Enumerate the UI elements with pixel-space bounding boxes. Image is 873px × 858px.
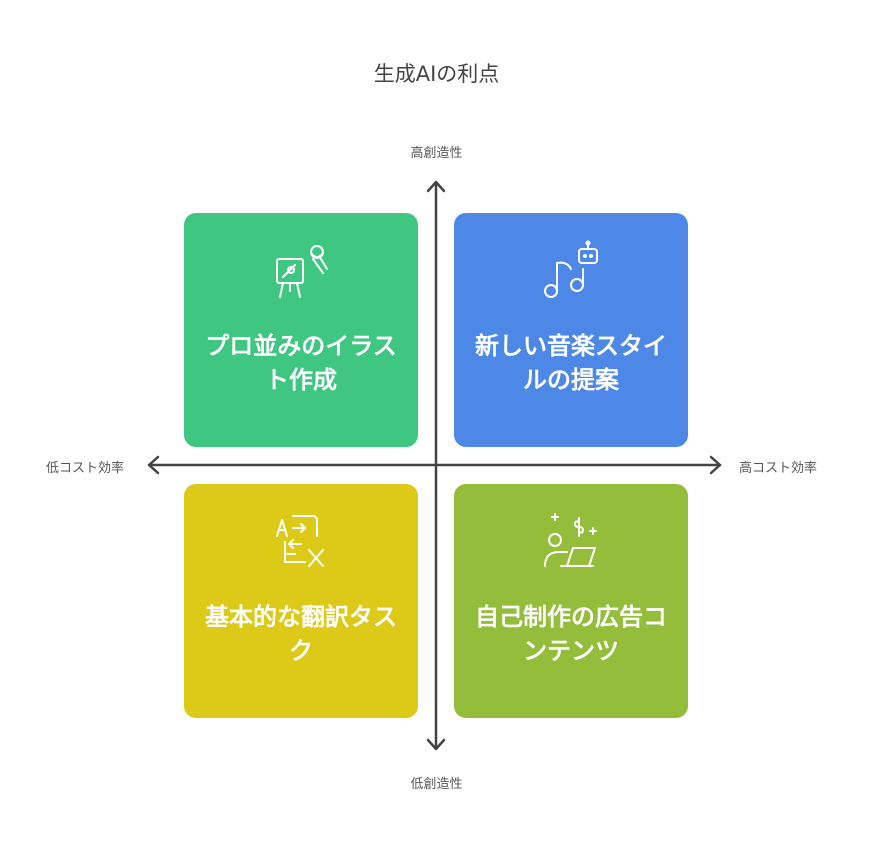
quadrant-top-left-label: プロ並みのイラスト作成 <box>205 332 397 394</box>
translate-icon <box>276 515 324 567</box>
quadrant-bottom-left: 基本的な翻訳タスク <box>184 484 418 718</box>
easel-painter-icon <box>276 245 328 298</box>
axis-label-bottom: 低創造性 <box>410 777 463 792</box>
arrow-up-icon <box>426 180 446 193</box>
axis-label-left: 低コスト効率 <box>46 461 125 476</box>
music-robot-icon <box>544 240 598 298</box>
quadrant-bottom-left-label: 基本的な翻訳タスク <box>205 603 397 665</box>
axis-label-top: 高創造性 <box>410 146 463 161</box>
quadrant-bottom-right-label: 自己制作の広告コンテンツ <box>475 603 667 665</box>
diagram-title: 生成AIの利点 <box>373 62 500 86</box>
laptop-money-icon <box>544 513 597 567</box>
quadrant-bottom-right: 自己制作の広告コンテンツ <box>454 484 688 718</box>
quadrant-top-right: 新しい音楽スタイルの提案 <box>454 213 688 447</box>
arrow-left-icon <box>147 455 160 475</box>
arrow-down-icon <box>426 738 446 751</box>
axis-label-right: 高コスト効率 <box>739 461 818 476</box>
quadrant-top-left: プロ並みのイラスト作成 <box>184 213 418 447</box>
arrow-right-icon <box>709 455 722 475</box>
quadrant-top-right-label: 新しい音楽スタイルの提案 <box>475 332 667 394</box>
